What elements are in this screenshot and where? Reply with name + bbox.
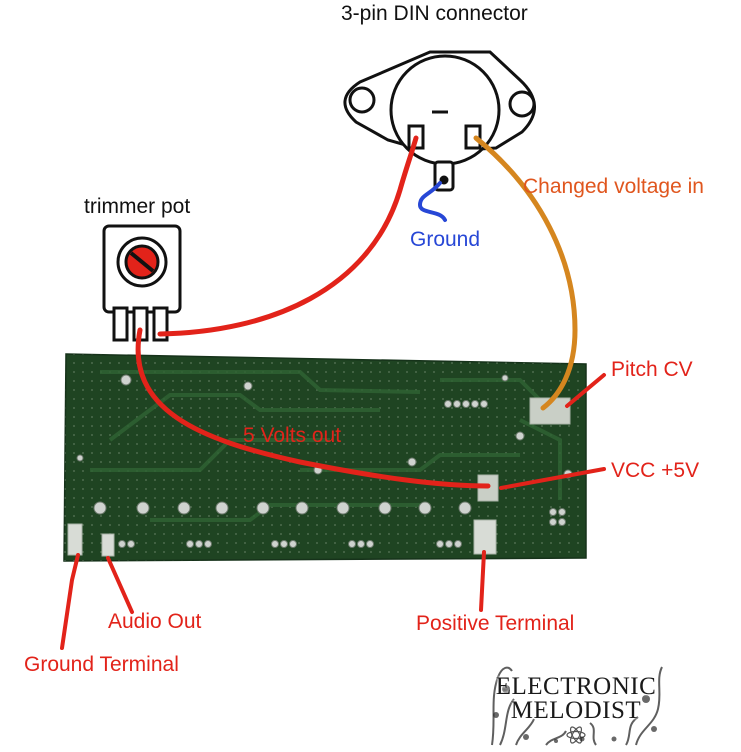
- ground-terminal-pad: [67, 523, 83, 556]
- orange-wire-din-to-pitch: [473, 135, 578, 411]
- red-wire-pot-to-din: [157, 135, 419, 337]
- ground-terminal-label: Ground Terminal: [24, 653, 179, 676]
- trimmer-pot: [102, 224, 182, 342]
- blue-ground-wire: [417, 181, 447, 222]
- pcb-texture: [64, 354, 586, 561]
- trimmer-pot-label: trimmer pot: [84, 195, 191, 218]
- vcc-label: VCC +5V: [611, 459, 700, 482]
- logo-text: ELECTRONIC MELODIST: [486, 659, 666, 723]
- logo-line-2: MELODIST: [510, 697, 642, 724]
- logo-line-1: ELECTRONIC: [495, 673, 657, 700]
- audio-out-pad: [101, 533, 115, 557]
- logo-artwork: [486, 659, 666, 747]
- five-volts-out-label: 5 Volts out: [243, 424, 342, 447]
- pitch-cv-pad: [529, 397, 571, 425]
- positive-terminal-label: Positive Terminal: [416, 612, 575, 635]
- red-wire-pot-to-vcc: [135, 327, 491, 489]
- din-connector-label: 3-pin DIN connector: [341, 2, 528, 25]
- electronic-melodist-logo: ELECTRONIC MELODIST: [486, 659, 666, 747]
- solder-pads: [76, 374, 573, 548]
- changed-voltage-label: Changed voltage in: [523, 175, 704, 198]
- audio-out-label: Audio Out: [108, 610, 202, 633]
- annotation-pointers: [60, 373, 606, 650]
- positive-terminal-pad: [473, 519, 497, 555]
- circuit-board: [63, 353, 587, 562]
- pcb-traces: [90, 370, 562, 522]
- pitch-cv-label: Pitch CV: [611, 358, 693, 381]
- ground-label: Ground: [410, 228, 481, 251]
